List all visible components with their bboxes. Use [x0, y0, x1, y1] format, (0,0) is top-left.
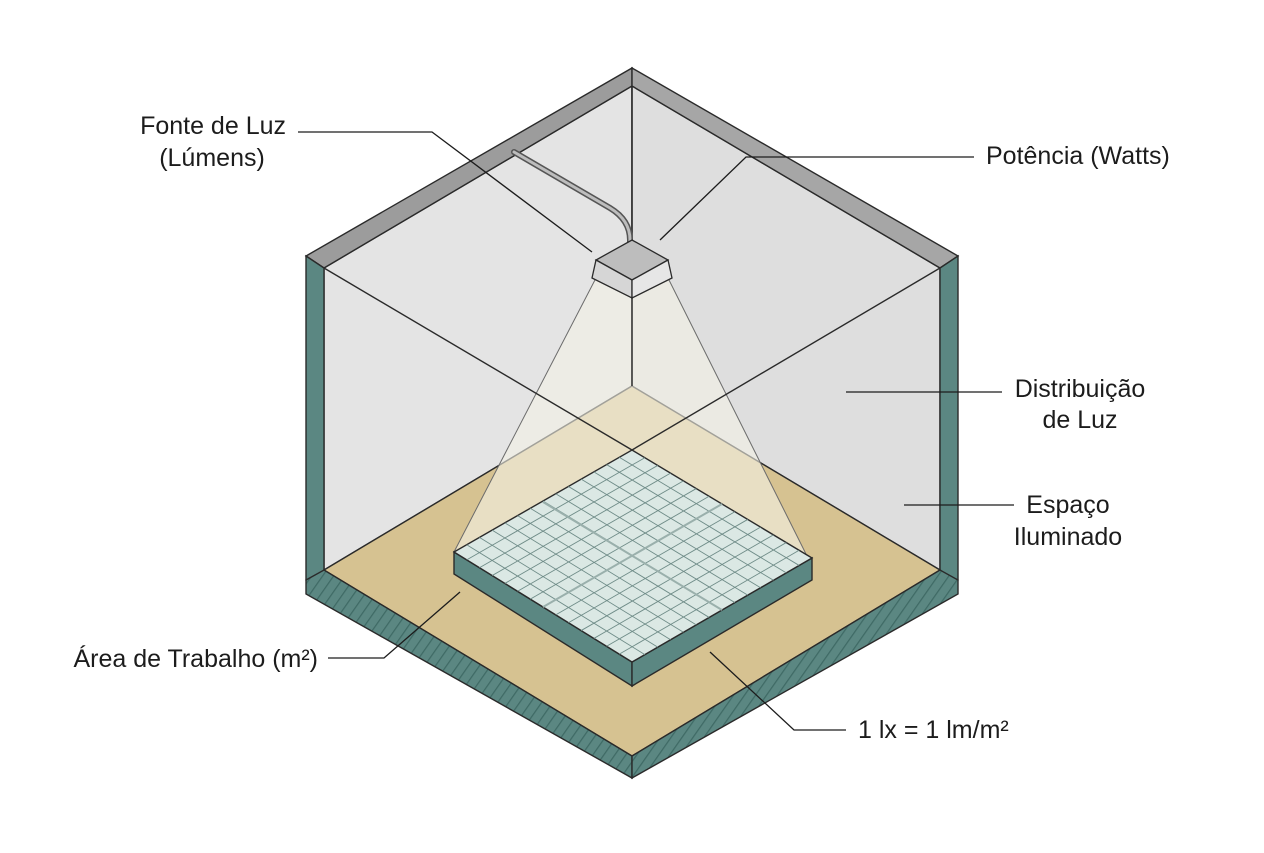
label-space-line2: Iluminado — [1014, 523, 1122, 551]
lamp-right-face — [631, 259, 673, 300]
work-surface-cross-2 — [542, 503, 723, 608]
label-distribution-line2: de Luz — [1042, 406, 1117, 434]
right-wall-edge — [939, 254, 959, 594]
lamp-fixture — [511, 149, 673, 300]
label-space-line1: Espaço — [1026, 491, 1109, 519]
label-light-source-line2: (Lúmens) — [159, 144, 265, 172]
work-area — [452, 449, 814, 688]
leader-light-source — [298, 131, 593, 253]
room-walls — [304, 66, 960, 594]
floor-edge-right — [631, 569, 959, 780]
leader-lines — [298, 131, 1014, 731]
label-power: Potência (Watts) — [986, 142, 1170, 170]
left-wall-edge — [305, 254, 325, 594]
labels: Fonte de Luz (Lúmens) Potência (Watts) D… — [73, 112, 1169, 744]
leader-formula — [709, 651, 846, 731]
leader-work-area — [328, 591, 461, 659]
leader-power — [659, 156, 974, 241]
label-formula: 1 lx = 1 lm/m² — [858, 716, 1009, 744]
label-distribution-line1: Distribuição — [1015, 375, 1146, 403]
label-work-area: Área de Trabalho (m²) — [73, 644, 318, 673]
label-light-source-line1: Fonte de Luz — [140, 112, 286, 140]
